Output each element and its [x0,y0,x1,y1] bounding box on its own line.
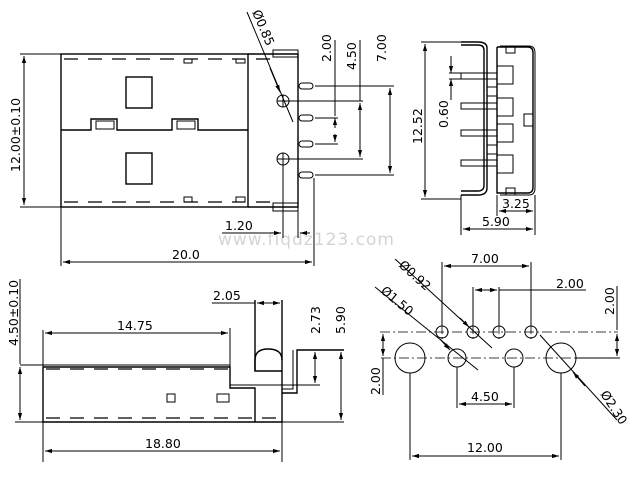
dim-plug-length: 14.75 [117,318,153,333]
dim-depth-total: 5.90 [482,214,510,229]
leader-line [246,11,294,123]
dim-hole-spacing: 4.50 [344,42,359,70]
latch-line [61,118,248,131]
dim-total-length: 18.80 [145,436,181,451]
dim-pin-width: 0.60 [436,100,451,128]
dim-width: 12.00±0.10 [8,98,23,172]
leader-line [374,286,479,371]
pcb-footprint: 7.00 2.00 2.00 2.00 4.50 12.00 Ø0.92 Ø1.… [368,251,631,460]
dim-length: 20.0 [172,247,200,262]
dim-large-hole-spacing: 12.00 [467,440,503,455]
top-view: 12.00±0.10 20.0 1.20 Ø0.85 2.00 4.50 7.0… [8,7,394,266]
dim-pin-hole-dia: Ø0.92 [396,257,434,293]
side-view: 4.50±0.10 14.75 2.05 2.73 5.90 18.80 [6,279,348,462]
dim-height-tol: 4.50±0.10 [6,280,21,346]
pins [298,82,314,179]
dim-small-hole-dia: Ø1.50 [378,283,417,319]
window-bottom [125,152,153,185]
dim-pin-offset: 1.20 [225,218,253,233]
dim-pin-height: 2.73 [308,306,323,334]
contacts [460,65,514,174]
dim-outer-pitch: 7.00 [471,251,499,266]
leader-line [394,258,493,349]
dim-total-height: 5.90 [333,306,348,334]
dim-pitch-outer: 7.00 [374,34,389,62]
window-top [125,76,153,109]
rear-housing [248,53,299,208]
dim-step: 2.05 [213,288,241,303]
dome [254,348,283,371]
dim-small-hole-spacing: 4.50 [471,389,499,404]
dim-row-offset-right: 2.00 [602,287,617,315]
dim-depth-inner: 3.25 [502,196,530,211]
dim-inner-pitch: 2.00 [556,276,584,291]
watermark: www.fiqdz123.com [218,230,395,250]
dim-large-hole-dia: Ø2.30 [597,387,630,427]
pin-profile [282,349,344,394]
dim-row-offset-left: 2.00 [368,367,383,395]
dim-height: 12.52 [410,108,425,144]
dim-pitch-inner: 2.00 [319,34,334,62]
end-view: 12.52 0.60 3.25 5.90 [410,41,536,235]
top-flange [272,49,299,58]
